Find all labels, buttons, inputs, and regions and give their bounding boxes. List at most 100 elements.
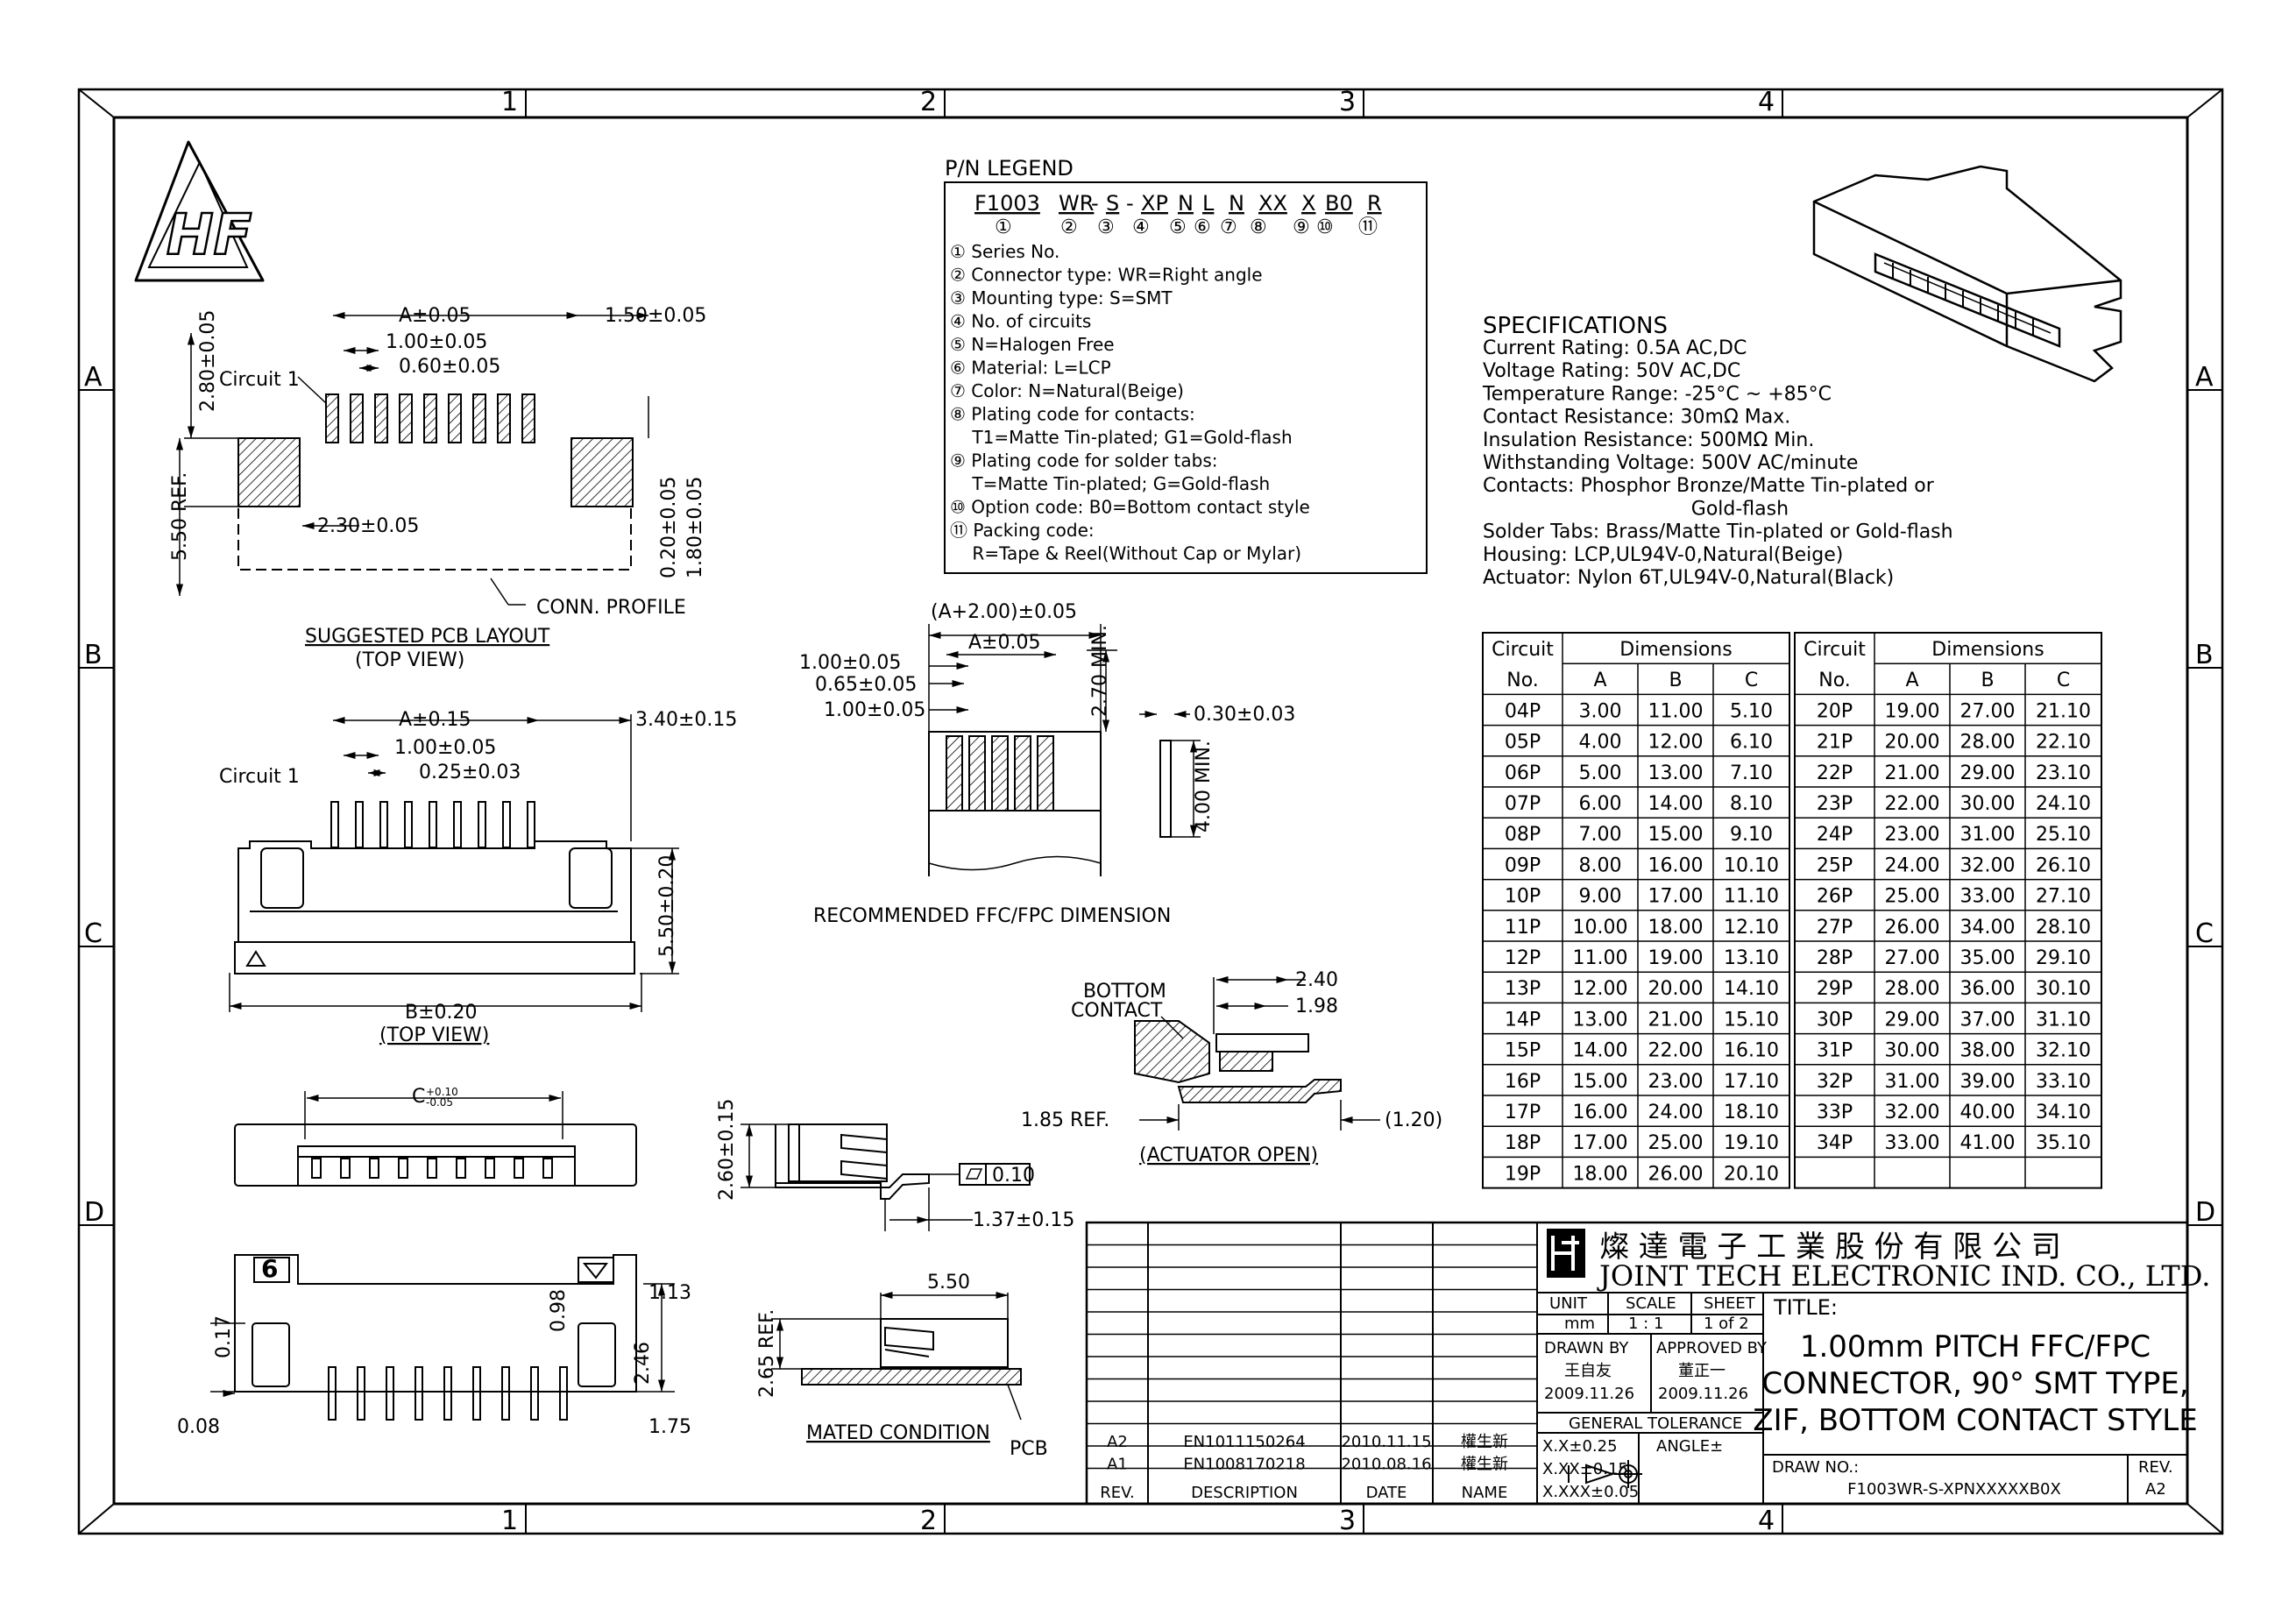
table-cell: 33.00 [1885,1132,1940,1154]
top-pin [478,801,486,848]
table-header-col: B [1669,670,1682,691]
pcb-conn-profile: CONN. PROFILE [536,597,686,619]
zone-col-2: 2 [920,87,937,117]
table-cell: 14.00 [1648,793,1704,815]
pcb-dim-020: 0.20±0.05 [658,477,680,578]
table-cell: 08P [1505,824,1541,846]
ffc-dim-pitch-2: 1.00±0.05 [824,699,925,721]
bottom-pin [328,1366,337,1421]
ffc-dim-thickness: 0.30±0.03 [1194,704,1295,726]
table-cell: 18.10 [1724,1102,1779,1123]
legend-code-num: ⑩ [1316,216,1334,238]
table-header-col: C [2057,670,2070,691]
front-pin [311,1158,322,1179]
bottom-pin [386,1366,394,1421]
tolerance-2: X.XX±0.15 [1542,1460,1628,1478]
table-cell: 11P [1505,917,1541,939]
table-cell: 28.00 [1960,732,2016,754]
table-header-col: A [1593,670,1606,691]
table-cell: 31.10 [2036,1009,2091,1031]
table-cell: 10.00 [1573,917,1628,939]
front-view [234,1091,637,1187]
table-cell: 40.00 [1960,1102,2016,1123]
drawing-no-header: DRAW NO.: [1772,1458,1859,1477]
table-cell: 27.00 [1960,700,2016,722]
legend-code-num: ② [1060,216,1078,238]
legend-line: ⑤ N=Halogen Free [950,334,1115,355]
legend-line: R=Tape & Reel(Without Cap or Mylar) [950,543,1301,564]
table-cell: 30.10 [2036,978,2091,1000]
ffc-conductor [946,735,963,812]
ffc-conductor [991,735,1009,812]
legend-code-part: S [1106,191,1119,216]
table-cell: 24P [1817,824,1853,846]
pcb-circuit-1: Circuit 1 [219,369,300,391]
zone-row-c: C [84,918,103,949]
table-cell: 32.10 [2036,1040,2091,1062]
table-cell: 20P [1817,700,1853,722]
ffc-dimension-view [928,624,1201,876]
table-cell: 33.10 [2036,1071,2091,1093]
table-cell: 15.10 [1724,1009,1779,1031]
table-header-no: No. [1818,670,1851,691]
table-cell: 25.10 [2036,824,2091,846]
revision-col-header: DESCRIPTION [1191,1484,1298,1502]
zone-row-d: D [84,1197,104,1228]
table-cell: 25.00 [1648,1132,1704,1154]
table-cell: 6.00 [1579,793,1622,815]
pcb-pad [350,393,364,443]
table-cell: 16.00 [1573,1102,1628,1123]
table-header-col: B [1981,670,1994,691]
pcb-dim-180: 1.80±0.05 [684,477,706,578]
table-cell: 07P [1505,793,1541,815]
revision-cell: 權生新 [1461,1433,1508,1451]
legend-code-num: ⑦ [1220,216,1237,238]
bottom-pin [443,1366,452,1421]
spec-line: Current Rating: 0.5A AC,DC [1483,337,1747,359]
act-dim-120: (1.20) [1385,1109,1442,1131]
pcb-caption-view: (TOP VIEW) [355,649,464,671]
title-header: TITLE: [1773,1295,1838,1320]
spec-line: Actuator: Nylon 6T,UL94V-0,Natural(Black… [1483,567,1894,589]
approved-date: 2009.11.26 [1658,1385,1748,1403]
table-cell: 23P [1817,793,1853,815]
revision-cell: 2010.08.16 [1341,1456,1431,1474]
table-cell: 31.00 [1960,824,2016,846]
top-pin [379,801,388,848]
table-cell: 15P [1505,1040,1541,1062]
bottom-pin-number: 6 [261,1254,278,1283]
table-cell: 21.00 [1648,1009,1704,1031]
top-pin [453,801,462,848]
legend-box [944,181,1428,574]
actuator-open-view [1134,975,1380,1130]
table-cell: 13.00 [1573,1009,1628,1031]
revision-cell: 2010.11.15 [1341,1433,1431,1451]
bottom-dim-098: 0.98 [548,1289,570,1332]
drawn-by-name: 王自友 [1564,1362,1612,1380]
table-header-dimensions: Dimensions [1931,639,2044,661]
spec-line: Insulation Resistance: 500MΩ Min. [1483,429,1814,451]
table-cell: 19P [1505,1163,1541,1185]
top-pin [502,801,511,848]
legend-code-part: WR [1059,191,1094,216]
table-cell: 31P [1817,1040,1853,1062]
zone-col-2-bottom: 2 [920,1506,937,1536]
table-header-no: No. [1506,670,1539,691]
legend-title: P/N LEGEND [945,156,1074,181]
legend-code-num: ⑨ [1293,216,1310,238]
top-dim-550: 5.50±0.20 [656,855,678,957]
front-pin [514,1158,524,1179]
revision-header: REV. [2138,1458,2173,1477]
bottom-dim-175: 1.75 [648,1416,691,1438]
table-cell: 31.00 [1885,1071,1940,1093]
drawing-number: F1003WR-S-XPNXXXXXB0X [1847,1480,2061,1499]
table-cell: 05P [1505,732,1541,754]
zone-col-3: 3 [1339,87,1356,117]
ffc-dim-270: 2.70 MIN. [1089,625,1111,717]
table-header-col: C [1745,670,1758,691]
bottom-dim-246: 2.46 [632,1342,654,1385]
front-dim-c: C [412,1086,425,1108]
top-caption: (TOP VIEW) [379,1024,489,1046]
